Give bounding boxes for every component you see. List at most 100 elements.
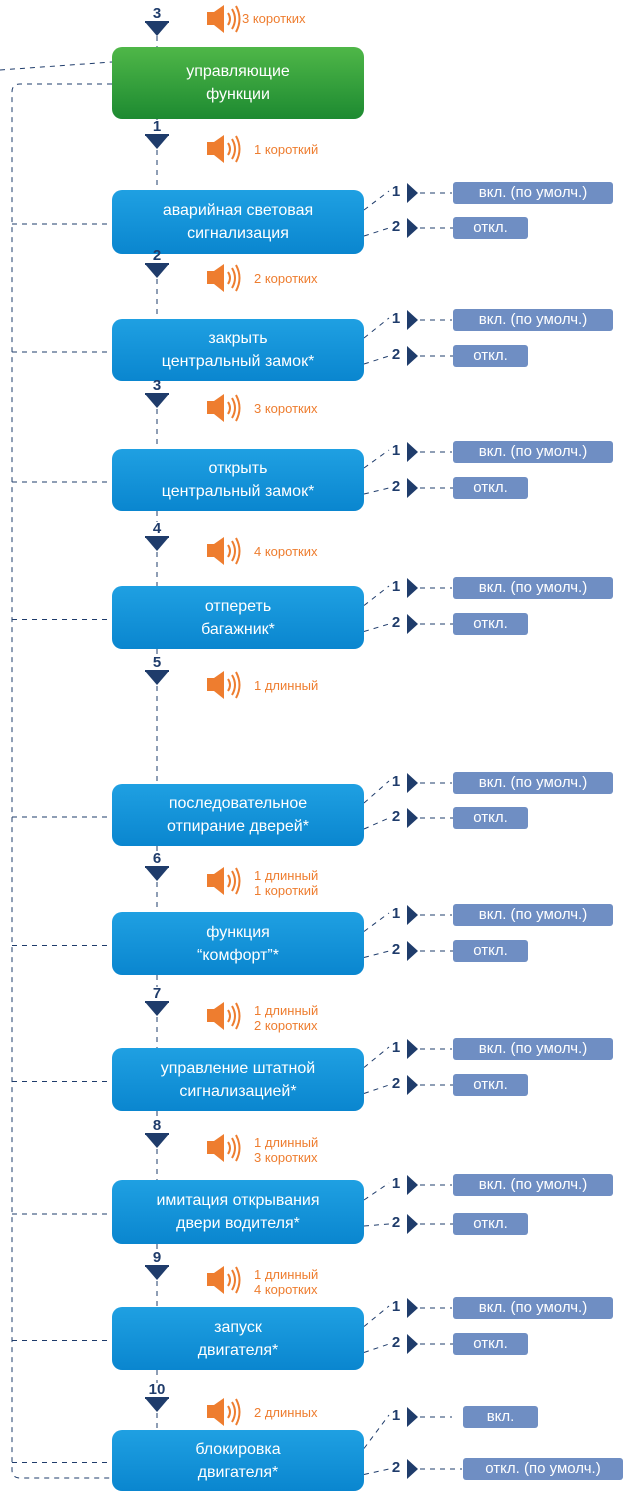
dashed-connector xyxy=(363,1305,390,1327)
function-line-2: центральный замок* xyxy=(161,353,315,370)
function-line-2: двигателя* xyxy=(197,1463,279,1481)
option-button[interactable]: откл. xyxy=(453,1213,528,1235)
root-line-2: функции xyxy=(206,86,270,103)
right-arrow-icon xyxy=(407,346,418,366)
function-node[interactable]: аварийная световая сигнализация xyxy=(112,190,364,254)
option-button[interactable]: вкл. (по умолч.) xyxy=(453,772,613,794)
function-node[interactable]: блокировка двигателя* xyxy=(112,1430,364,1491)
dashed-connector xyxy=(363,190,390,211)
step-number: 1 xyxy=(152,118,162,135)
function-line-1: последовательное xyxy=(168,795,308,812)
option-number: 2 xyxy=(391,1334,401,1351)
function-line-1: блокировка xyxy=(195,1440,281,1458)
right-arrow-icon xyxy=(407,1214,418,1234)
beep-label: 2 коротких xyxy=(254,1018,318,1033)
dashed-connector xyxy=(363,912,390,932)
option-button[interactable]: откл. xyxy=(453,1333,528,1355)
option-number: 2 xyxy=(391,1075,401,1092)
option-number: 2 xyxy=(391,1459,401,1476)
option-button[interactable]: откл. xyxy=(453,345,528,367)
option-button[interactable]: вкл. (по умолч.) xyxy=(453,182,613,204)
beep-label: 1 длинный xyxy=(254,678,319,693)
beep-label: 1 короткий xyxy=(254,142,319,157)
option-button[interactable]: откл. xyxy=(453,807,528,829)
root-node[interactable]: управляющие функции xyxy=(112,47,364,119)
dashed-connector xyxy=(11,83,112,1479)
beep-label: 3 коротких xyxy=(254,401,318,416)
beep-label: 4 коротких xyxy=(254,1282,318,1297)
option-number: 1 xyxy=(391,1039,401,1056)
speaker-icon xyxy=(207,1134,241,1162)
function-line-1: отпереть xyxy=(204,597,272,615)
right-arrow-icon xyxy=(407,808,418,828)
beep-label: 1 длинный xyxy=(254,868,319,883)
down-arrow-icon xyxy=(145,866,169,881)
speaker-icon xyxy=(207,5,241,33)
option-button[interactable]: откл. xyxy=(453,1074,528,1096)
option-number: 2 xyxy=(391,808,401,825)
function-node[interactable]: отпереть багажник* xyxy=(112,586,364,649)
function-line-2: багажник* xyxy=(201,620,275,638)
option-button[interactable]: откл. xyxy=(453,613,528,635)
speaker-icon xyxy=(207,1002,241,1030)
right-arrow-icon xyxy=(407,478,418,498)
down-arrow-icon xyxy=(145,134,169,149)
option-number: 1 xyxy=(391,905,401,922)
option-number: 1 xyxy=(391,1407,401,1424)
function-line-2: сигнализация xyxy=(187,225,289,242)
option-number: 2 xyxy=(391,478,401,495)
down-arrow-icon xyxy=(145,670,169,685)
option-number: 2 xyxy=(391,346,401,363)
down-arrow-icon xyxy=(145,1001,169,1016)
dashed-connector xyxy=(363,1343,390,1353)
option-button[interactable]: вкл. (по умолч.) xyxy=(453,309,613,331)
option-button[interactable]: вкл. (по умолч.) xyxy=(453,1297,613,1319)
right-arrow-icon xyxy=(407,1039,418,1059)
function-node[interactable]: закрыть центральный замок* xyxy=(112,319,364,381)
option-button[interactable]: вкл. (по умолч.) xyxy=(453,1038,613,1060)
function-node[interactable]: функция“комфорт”* xyxy=(112,912,364,975)
option-button[interactable]: откл. (по умолч.) xyxy=(463,1458,623,1480)
dashed-connector xyxy=(363,1182,390,1201)
option-number: 1 xyxy=(391,578,401,595)
dashed-connector xyxy=(363,780,390,804)
function-line-1: аварийная световая xyxy=(162,202,314,219)
beep-label: 2 коротких xyxy=(254,271,318,286)
function-line-1: имитация открывания xyxy=(156,1192,320,1209)
step-number: 3 xyxy=(152,377,162,394)
right-arrow-icon xyxy=(407,1298,418,1318)
option-button[interactable]: откл. xyxy=(453,940,528,962)
speaker-icon xyxy=(207,394,241,422)
option-button[interactable]: вкл. (по умолч.) xyxy=(453,577,613,599)
option-number: 1 xyxy=(391,310,401,327)
option-button[interactable]: вкл. (по умолч.) xyxy=(453,441,613,463)
dashed-connector xyxy=(363,317,390,339)
option-number: 2 xyxy=(391,218,401,235)
option-button[interactable]: вкл. (по умолч.) xyxy=(453,1174,613,1196)
dashed-connector xyxy=(363,449,390,469)
option-button[interactable]: откл. xyxy=(453,217,528,239)
right-arrow-icon xyxy=(407,1459,418,1479)
dashed-connector xyxy=(363,227,390,237)
option-button[interactable]: откл. xyxy=(453,477,528,499)
down-arrow-icon xyxy=(145,1265,169,1280)
option-button[interactable]: вкл. xyxy=(463,1406,538,1428)
option-button[interactable]: вкл. (по умолч.) xyxy=(453,904,613,926)
beep-label: 1 длинный xyxy=(254,1135,319,1150)
root-line-1: управляющие xyxy=(186,63,290,80)
right-arrow-icon xyxy=(407,183,418,203)
function-line-2: сигнализацией* xyxy=(179,1082,297,1100)
option-number: 2 xyxy=(391,1214,401,1231)
function-line-1: закрыть xyxy=(208,330,268,347)
speaker-icon xyxy=(207,537,241,565)
step-number: 4 xyxy=(152,520,162,537)
beep-label: 1 длинный xyxy=(254,1267,319,1282)
function-line-2: центральный замок* xyxy=(161,483,315,500)
right-arrow-icon xyxy=(407,941,418,961)
option-number: 1 xyxy=(391,1175,401,1192)
